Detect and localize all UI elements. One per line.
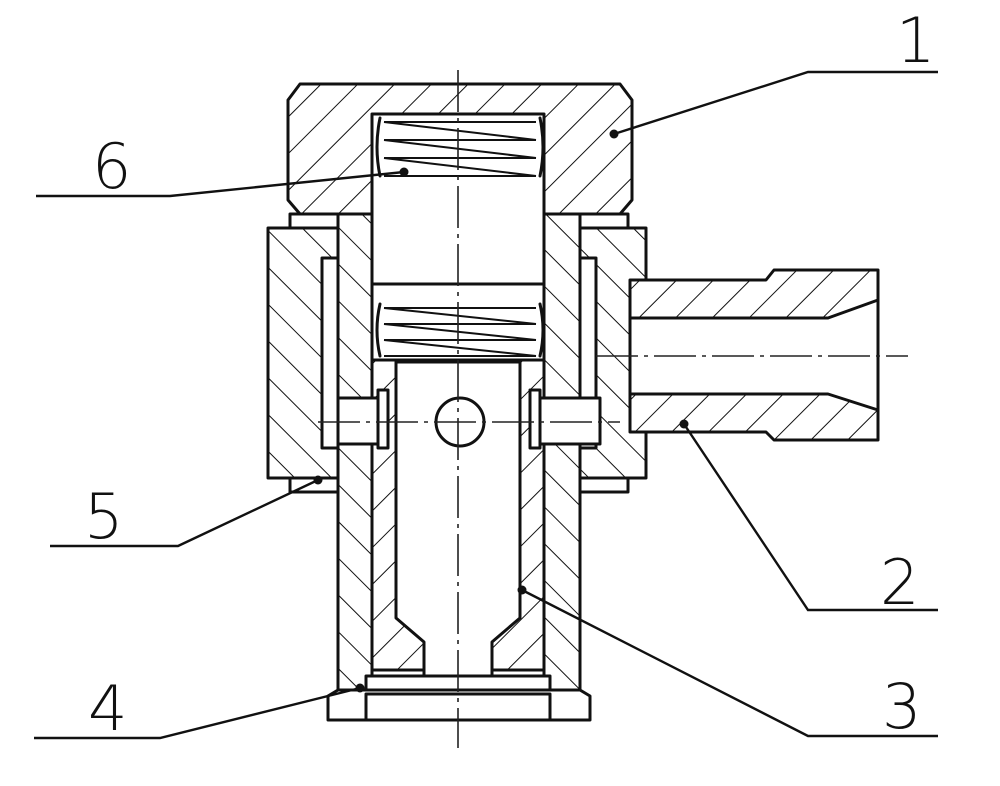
cross-port-pin (336, 388, 602, 450)
callout-label-2: 2 (880, 546, 919, 619)
callout-label-6: 6 (92, 130, 131, 203)
part-5-side-sleeve-left (266, 212, 340, 494)
part-6-spring-upper (375, 116, 545, 178)
callout-labels: 1 2 3 4 5 6 (84, 4, 935, 745)
part-3-housing (326, 212, 592, 722)
leader-lines (34, 70, 938, 740)
callout-label-5: 5 (84, 480, 123, 553)
part-6-spring-lower (375, 302, 545, 358)
callout-label-3: 3 (882, 670, 921, 743)
callout-label-4: 4 (88, 672, 127, 745)
part-2-side-fitting (628, 268, 880, 442)
callout-label-1: 1 (896, 4, 935, 77)
center-lines (318, 70, 908, 748)
